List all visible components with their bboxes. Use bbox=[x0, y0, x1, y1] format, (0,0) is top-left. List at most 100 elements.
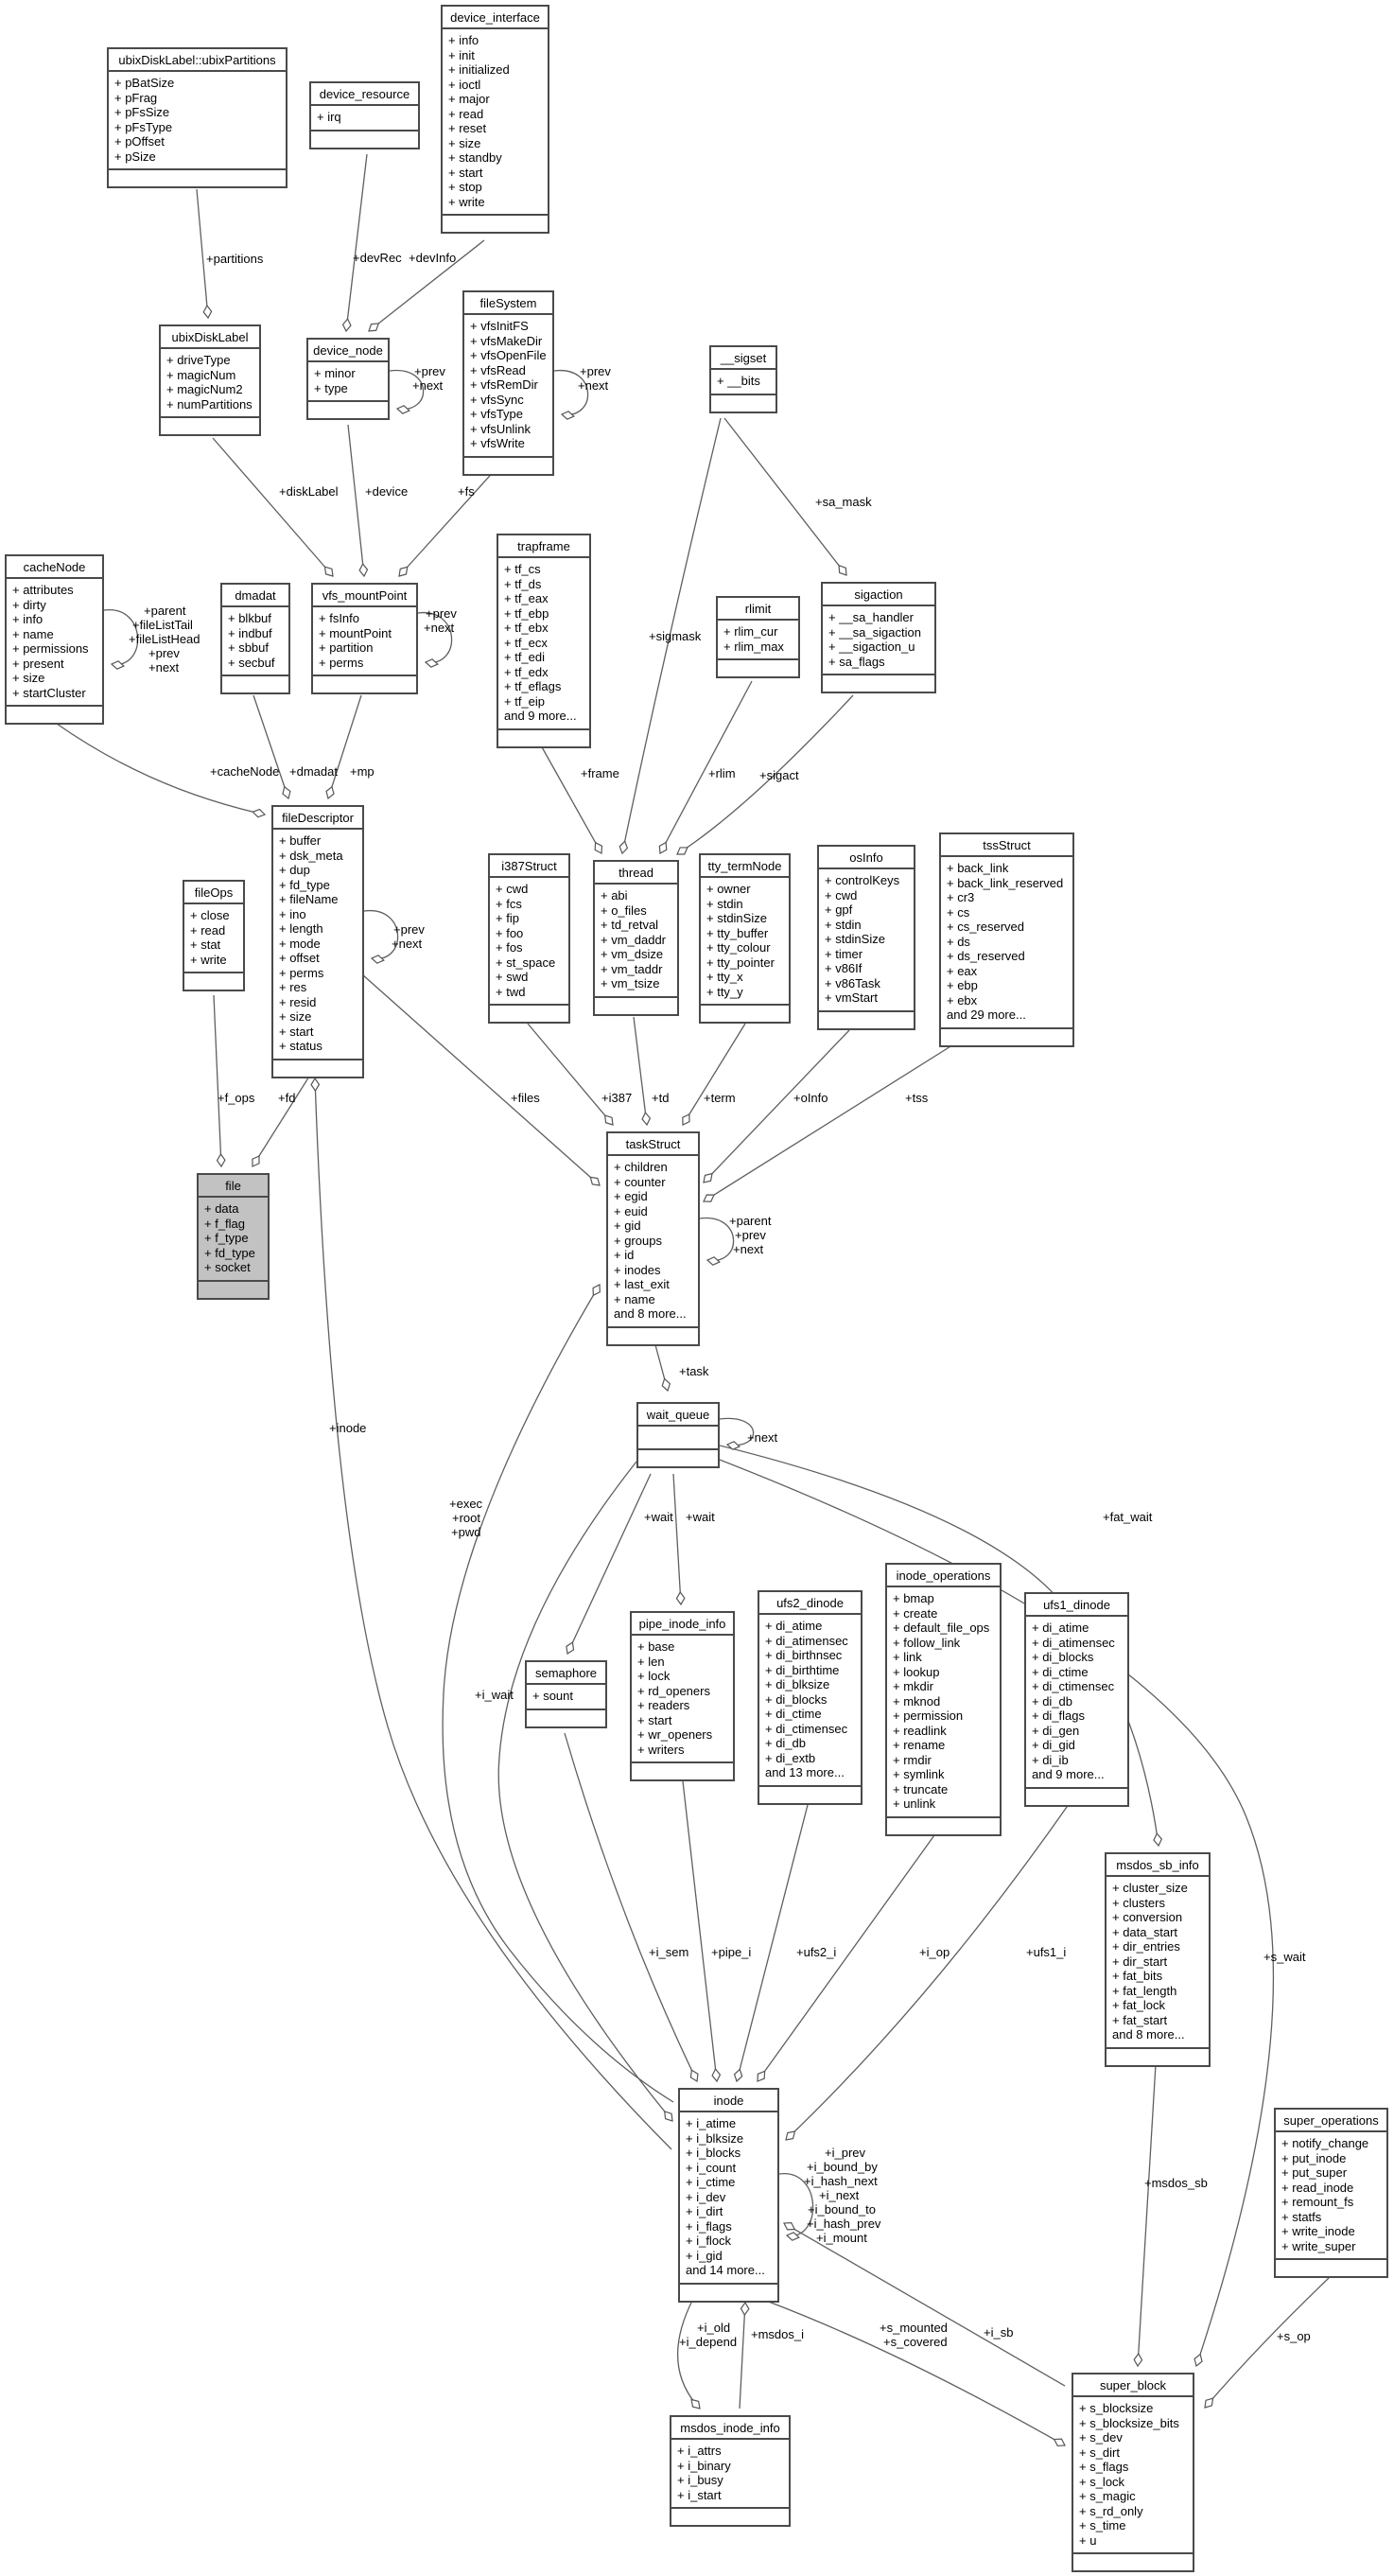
class-attributes: + vfsInitFS+ vfsMakeDir+ vfsOpenFile+ vf… bbox=[464, 315, 552, 458]
class-attributes: + blkbuf+ indbuf+ sbbuf+ secbuf bbox=[222, 607, 288, 676]
edge-label: +td bbox=[652, 1091, 669, 1105]
edge-label: +i_bound_to bbox=[808, 2202, 876, 2217]
class-field: + data_start bbox=[1112, 1924, 1178, 1939]
class-field: + stdin bbox=[706, 896, 743, 911]
class-field: + present bbox=[12, 656, 64, 671]
class-field: + startCluster bbox=[12, 685, 86, 700]
class-title: ubixDiskLabel bbox=[161, 326, 259, 349]
relationship-edge bbox=[399, 457, 507, 576]
edge-label: +i_old bbox=[697, 2321, 730, 2335]
class-field: + gid bbox=[614, 1218, 641, 1233]
class-super_operations[interactable]: super_operations+ notify_change+ put_ino… bbox=[1274, 2108, 1388, 2278]
class-filedescriptor[interactable]: fileDescriptor+ buffer+ dsk_meta+ dup+ f… bbox=[271, 805, 364, 1078]
class-i387struct[interactable]: i387Struct+ cwd+ fcs+ fip+ foo+ fos+ st_… bbox=[488, 853, 570, 1024]
class-field: + major bbox=[448, 92, 490, 106]
class-operations-empty bbox=[464, 458, 552, 474]
relationship-edge bbox=[315, 1078, 672, 2150]
class-pipe_inode_info[interactable]: pipe_inode_info+ base+ len+ lock+ rd_ope… bbox=[630, 1611, 735, 1781]
edge-label: +msdos_i bbox=[751, 2327, 804, 2341]
edge-label: +mp bbox=[350, 764, 375, 779]
class-field: + di_atime bbox=[765, 1619, 823, 1633]
class-field: + __bits bbox=[717, 374, 760, 388]
class-title: file bbox=[199, 1175, 268, 1198]
class-field: + write_super bbox=[1281, 2238, 1356, 2253]
relationship-edge bbox=[56, 723, 265, 815]
class-field: + st_space bbox=[496, 955, 556, 970]
class-msdos_sb_info[interactable]: msdos_sb_info+ cluster_size+ clusters+ c… bbox=[1105, 1852, 1211, 2067]
class-field: + len bbox=[637, 1654, 665, 1669]
class-title: semaphore bbox=[527, 1662, 605, 1685]
edge-label: +frame bbox=[581, 766, 619, 780]
edge-label: +exec bbox=[449, 1497, 483, 1511]
class-field: + info bbox=[12, 612, 44, 626]
relationship-edge bbox=[328, 694, 362, 798]
class-field: + foo bbox=[496, 925, 524, 940]
class-attributes: + driveType+ magicNum+ magicNum2+ numPar… bbox=[161, 349, 259, 418]
class-field: + partition bbox=[319, 640, 374, 655]
edge-label: +cacheNode bbox=[210, 764, 279, 779]
class-title: tssStruct bbox=[941, 834, 1072, 857]
class-inode[interactable]: inode+ i_atime+ i_blksize+ i_blocks+ i_c… bbox=[678, 2088, 779, 2303]
class-field: + gpf bbox=[825, 902, 853, 917]
class-tty_termnode[interactable]: tty_termNode+ owner+ stdin+ stdinSize+ t… bbox=[699, 853, 791, 1024]
edge-label: +i_depend bbox=[679, 2335, 737, 2349]
edge-label: +devInfo bbox=[409, 251, 456, 265]
class-super_block[interactable]: super_block+ s_blocksize+ s_blocksize_bi… bbox=[1072, 2373, 1194, 2572]
edge-label: +files bbox=[511, 1091, 540, 1105]
relationship-edge bbox=[739, 2303, 745, 2410]
class-field: + minor bbox=[314, 366, 356, 380]
class-title: i387Struct bbox=[490, 855, 568, 878]
class-sigaction[interactable]: sigaction+ __sa_handler+ __sa_sigaction+… bbox=[821, 582, 936, 693]
class-field: + vfsInitFS bbox=[470, 319, 529, 333]
class-field: + vfsSync bbox=[470, 392, 524, 407]
class-dmadat[interactable]: dmadat+ blkbuf+ indbuf+ sbbuf+ secbuf bbox=[220, 583, 290, 694]
class-ufs1_dinode[interactable]: ufs1_dinode+ di_atime+ di_atimensec+ di_… bbox=[1024, 1592, 1129, 1807]
class-operations-empty bbox=[638, 1450, 718, 1466]
class-field: + cwd bbox=[825, 887, 858, 902]
edge-label: +i_op bbox=[919, 1945, 950, 1959]
class-field: + default_file_ops bbox=[893, 1621, 990, 1635]
edge-label: +sa_mask bbox=[815, 495, 872, 509]
class-ufs2_dinode[interactable]: ufs2_dinode+ di_atime+ di_atimensec+ di_… bbox=[758, 1590, 863, 1805]
class-taskstruct[interactable]: taskStruct+ children+ counter+ egid+ eui… bbox=[606, 1131, 700, 1346]
class-device_node[interactable]: device_node+ minor+ type bbox=[306, 338, 390, 420]
class-ubixdisklabel[interactable]: ubixDiskLabel+ driveType+ magicNum+ magi… bbox=[159, 324, 261, 436]
class-fileops[interactable]: fileOps+ close+ read+ stat+ write bbox=[183, 880, 245, 991]
class-device_resource[interactable]: device_resource+ irq bbox=[309, 81, 420, 149]
class-field: + s_rd_only bbox=[1079, 2503, 1143, 2518]
edge-label: +ufs2_i bbox=[796, 1945, 836, 1959]
edge-label: +prev bbox=[414, 364, 445, 378]
class-rlimit[interactable]: rlimit+ rlim_cur+ rlim_max bbox=[716, 596, 800, 678]
class-trapframe[interactable]: trapframe+ tf_cs+ tf_ds+ tf_eax+ tf_ebp+… bbox=[497, 534, 591, 748]
class-field: + blkbuf bbox=[228, 611, 271, 625]
class-vfs_mountpoint[interactable]: vfs_mountPoint+ fsInfo+ mountPoint+ part… bbox=[311, 583, 418, 694]
relationship-edge bbox=[213, 994, 221, 1166]
class-field: + di_blksize bbox=[765, 1677, 830, 1691]
class-sigset[interactable]: __sigset + __bits bbox=[709, 345, 777, 413]
class-title: __sigset bbox=[711, 347, 775, 370]
class-inode_operations[interactable]: inode_operations+ bmap+ create+ default_… bbox=[885, 1563, 1002, 1836]
class-operations-empty bbox=[311, 131, 418, 148]
class-ubixpartitions[interactable]: ubixDiskLabel::ubixPartitions+ pBatSize+… bbox=[107, 47, 288, 188]
class-thread[interactable]: thread+ abi+ o_files+ td_retval+ vm_dadd… bbox=[593, 860, 679, 1016]
edge-label: +ufs1_i bbox=[1026, 1945, 1066, 1959]
relationship-edge bbox=[497, 1461, 672, 2121]
class-cachenode[interactable]: cacheNode+ attributes+ dirty+ info+ name… bbox=[5, 554, 104, 725]
class-filesystem[interactable]: fileSystem+ vfsInitFS+ vfsMakeDir+ vfsOp… bbox=[462, 290, 554, 476]
class-wait_queue[interactable]: wait_queue bbox=[636, 1402, 720, 1468]
class-file[interactable]: file+ data+ f_flag+ f_type+ fd_type+ soc… bbox=[197, 1173, 270, 1300]
class-attributes: + abi+ o_files+ td_retval+ vm_daddr+ vm_… bbox=[595, 885, 677, 998]
class-device_interface[interactable]: device_interface+ info+ init+ initialize… bbox=[441, 5, 549, 234]
class-semaphore[interactable]: semaphore+ sount bbox=[525, 1660, 607, 1728]
class-field: + v86Task bbox=[825, 975, 880, 990]
class-field: + eax bbox=[947, 963, 978, 978]
class-field: + i_busy bbox=[677, 2473, 723, 2487]
class-field: + di_db bbox=[765, 1736, 807, 1750]
class-field: + fat_lock bbox=[1112, 1998, 1166, 2012]
class-tssstruct[interactable]: tssStruct+ back_link+ back_link_reserved… bbox=[939, 832, 1074, 1047]
class-osinfo[interactable]: osInfo+ controlKeys+ cwd+ gpf+ stdin+ st… bbox=[817, 845, 915, 1030]
class-operations-empty bbox=[308, 402, 388, 418]
class-field: + fcs bbox=[496, 896, 522, 911]
relationship-edge bbox=[784, 2223, 1066, 2387]
class-msdos_inode_info[interactable]: msdos_inode_info+ i_attrs+ i_binary+ i_b… bbox=[670, 2415, 791, 2527]
